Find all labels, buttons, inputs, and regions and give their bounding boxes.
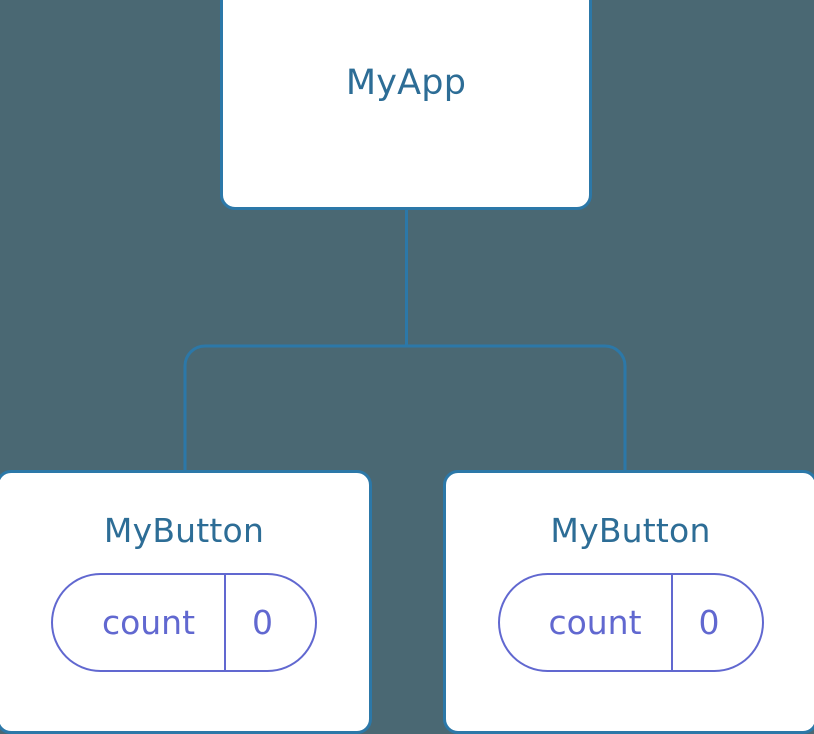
- state-pill[interactable]: count 0: [51, 573, 317, 673]
- node-mybutton-2[interactable]: MyButton count 0: [443, 470, 814, 734]
- node-title: MyButton: [550, 511, 711, 550]
- node-mybutton-1[interactable]: MyButton count 0: [0, 470, 372, 734]
- edge-to-right-child: [406, 344, 627, 472]
- node-title: MyApp: [345, 62, 467, 103]
- state-key: count: [497, 573, 672, 673]
- state-value: 0: [225, 573, 317, 673]
- node-title: MyButton: [103, 511, 265, 550]
- state-key: count: [51, 573, 225, 673]
- node-myapp[interactable]: MyApp: [220, 0, 592, 210]
- state-pill[interactable]: count 0: [497, 573, 764, 673]
- edge-to-left-child: [183, 344, 407, 472]
- state-value: 0: [671, 573, 764, 673]
